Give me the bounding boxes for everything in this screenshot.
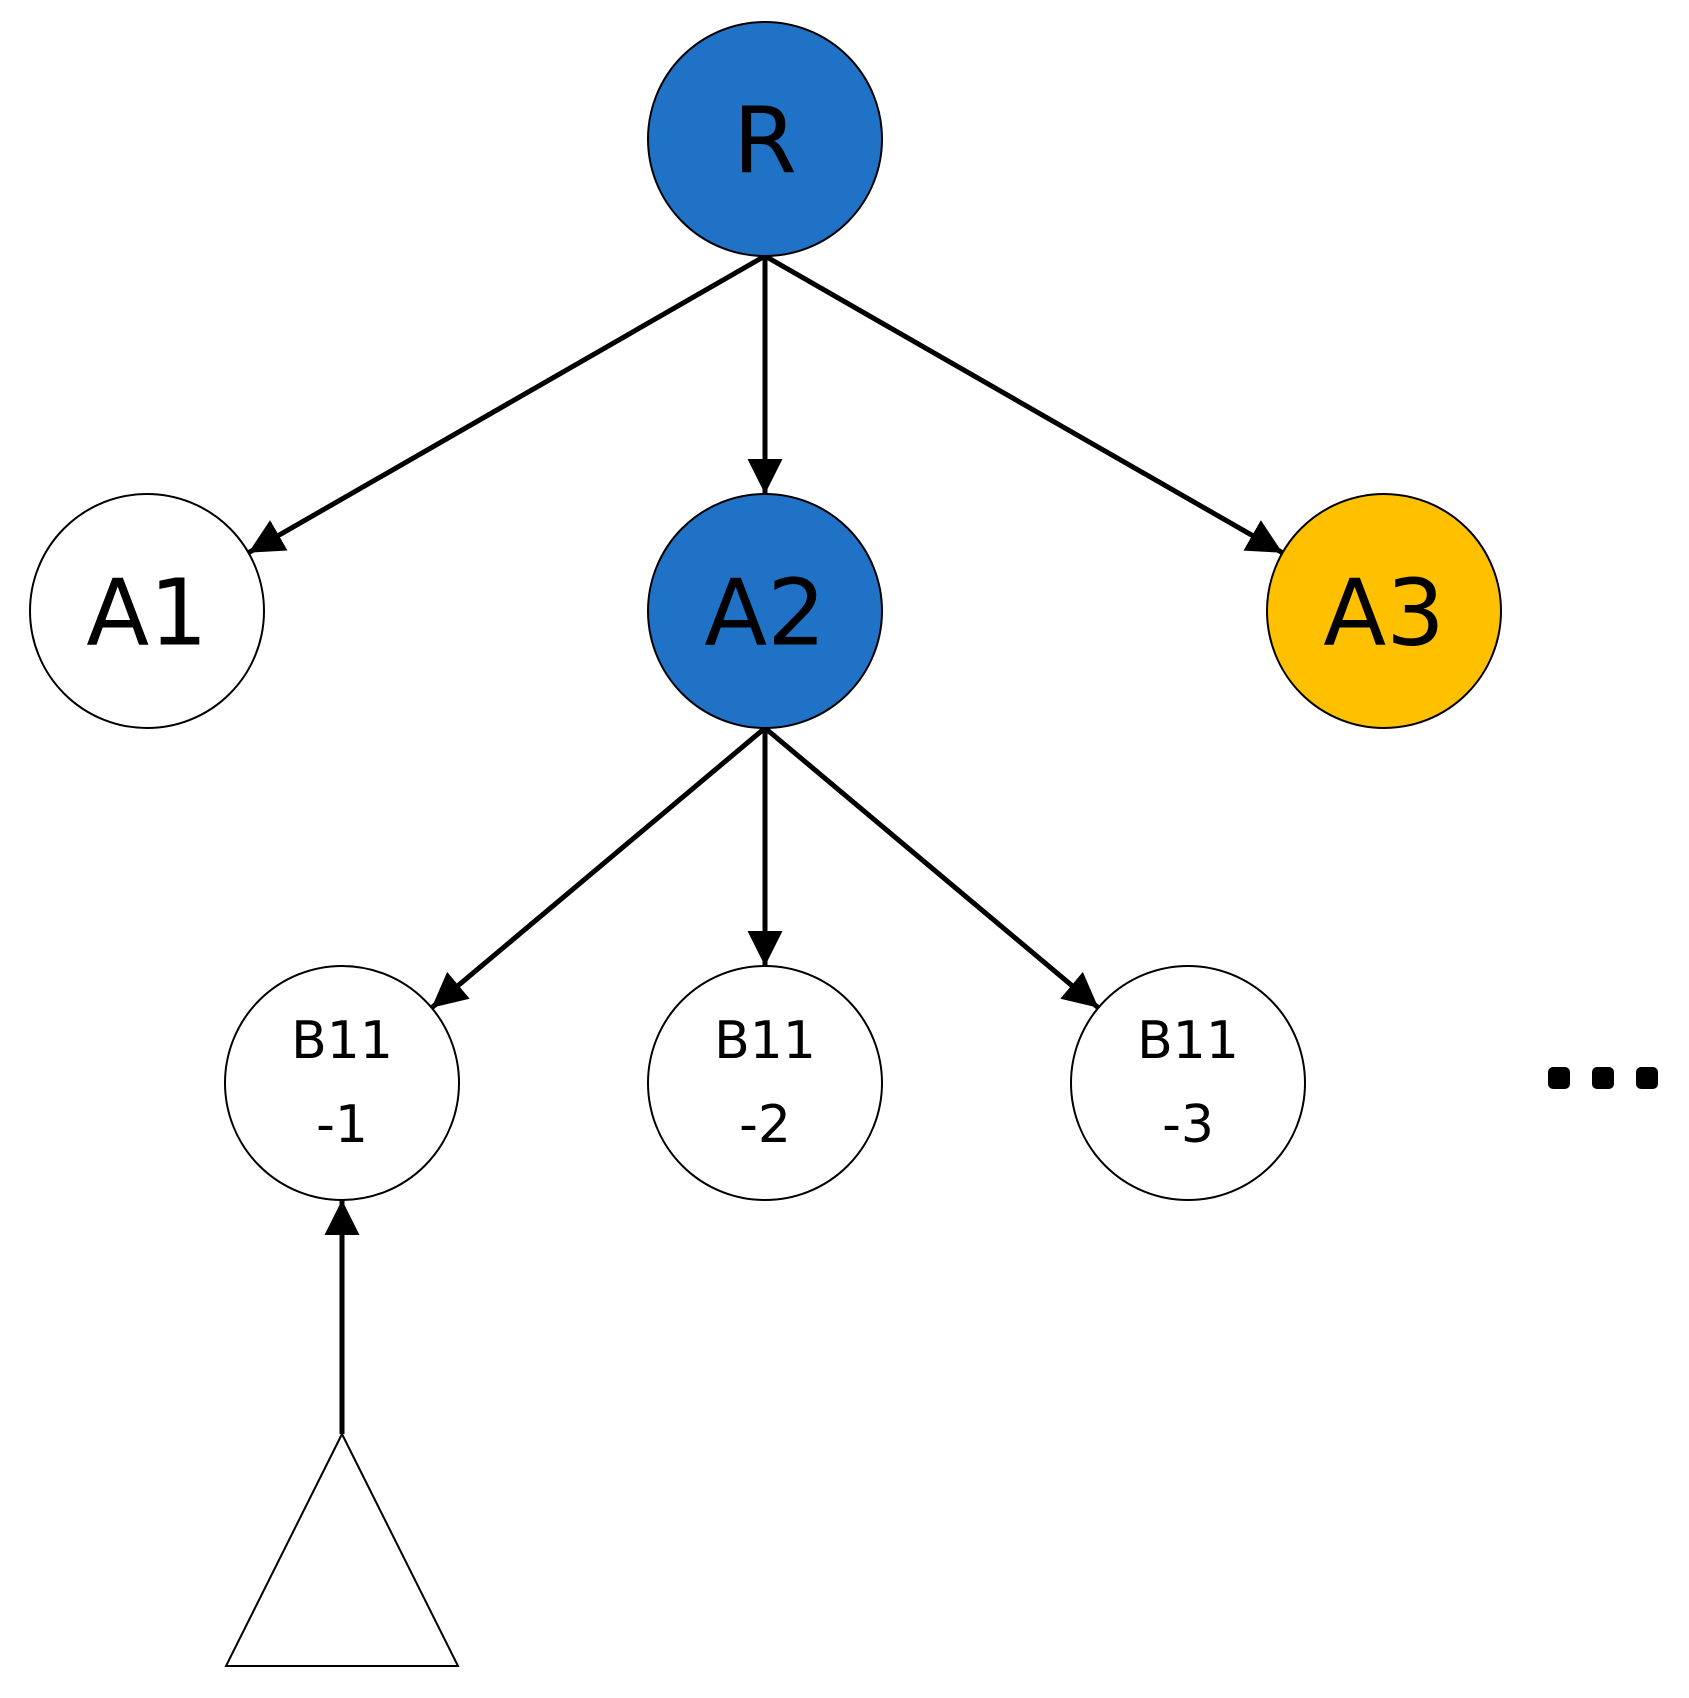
node-a1-circle — [29, 493, 265, 729]
edge-a2-to-b11-3 — [763, 726, 1100, 1010]
node-b11-1-label-line-1: B11 — [291, 1011, 393, 1071]
node-r: R — [647, 21, 883, 257]
node-b11-3-circle — [1070, 965, 1306, 1201]
node-b11-3-label-line-1: B11 — [1137, 1011, 1239, 1071]
node-a3-label: A3 — [1323, 560, 1444, 667]
continuation-ellipsis — [1548, 1067, 1658, 1089]
ellipsis-dot-1 — [1548, 1067, 1570, 1089]
node-b11-2-label-line-1: B11 — [714, 1011, 816, 1071]
edge-r-to-a3 — [763, 253, 1284, 555]
subtree-triangle — [224, 1431, 460, 1667]
edge-a2-to-b11-1 — [430, 726, 767, 1010]
ellipsis-dot-2 — [1592, 1067, 1614, 1089]
node-a2-circle — [647, 493, 883, 729]
node-a2-label: A2 — [704, 560, 825, 667]
node-b11-3: B11-3 — [1070, 965, 1306, 1201]
edges — [247, 253, 1284, 1434]
node-b11-1-label-line-2: -1 — [316, 1095, 368, 1155]
node-b11-2-circle — [647, 965, 883, 1201]
edge-r-to-a1 — [247, 253, 767, 555]
node-b11-1: B11-1 — [224, 965, 460, 1201]
node-a2: A2 — [647, 493, 883, 729]
node-b11-3-label-line-2: -3 — [1162, 1095, 1214, 1155]
node-b11-2: B11-2 — [647, 965, 883, 1201]
node-r-label: R — [733, 88, 797, 195]
node-r-circle — [647, 21, 883, 257]
node-b11-2-label-line-2: -2 — [739, 1095, 791, 1155]
node-b11-1-circle — [224, 965, 460, 1201]
node-a3: A3 — [1266, 493, 1502, 729]
ellipsis-dot-3 — [1636, 1067, 1658, 1089]
node-a3-circle — [1266, 493, 1502, 729]
node-a1-label: A1 — [86, 560, 207, 667]
node-a1: A1 — [29, 493, 265, 729]
